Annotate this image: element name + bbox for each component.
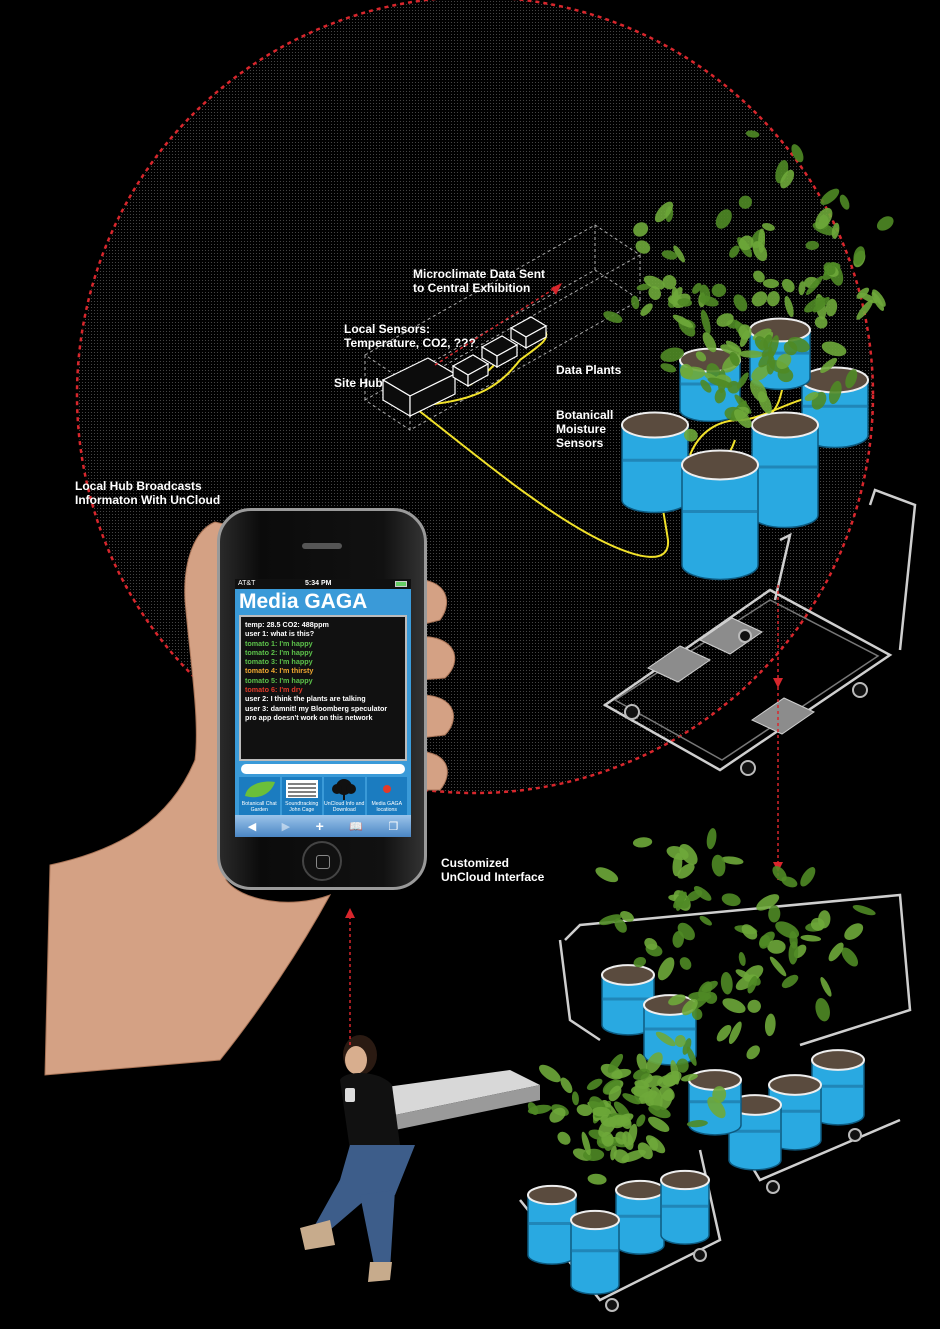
top-cart-wheels — [624, 629, 868, 776]
planter-pot — [768, 1074, 822, 1151]
tomato-plant — [720, 296, 858, 410]
smartphone: AT&T 5:34 PM Media GAGA temp: 28.5 CO2: … — [217, 508, 427, 890]
app-title: Media GAGA — [239, 590, 368, 613]
planter-pot — [728, 1094, 782, 1171]
label-local-sensors: Local Sensors: Temperature, CO2, ??? — [344, 322, 476, 350]
person-using-phone — [300, 1035, 415, 1282]
clock: 5:34 PM — [305, 580, 332, 587]
forward-arrow-icon[interactable]: ▶ — [281, 820, 291, 833]
chat-message: pro app doesn't work on this network — [245, 712, 373, 722]
planter-pot — [570, 1209, 620, 1295]
tomato-plant — [721, 866, 876, 1022]
top-plants — [603, 130, 894, 442]
chat-message: temp: 28.5 CO2: 488ppm — [245, 620, 329, 629]
chat-message: tomato 2: I'm happy — [245, 647, 313, 657]
planter-pot — [751, 411, 819, 529]
sensor-3 — [509, 316, 548, 350]
label-broadcast: Local Hub Broadcasts Informaton With UnC… — [75, 479, 221, 507]
tomato-plant — [660, 313, 794, 442]
sensor-1 — [451, 354, 490, 388]
location-dot-icon — [367, 778, 408, 800]
chat-message: user 1: what is this? — [245, 629, 315, 639]
planter-pot — [615, 1179, 665, 1255]
app-tile-label: UnCloud Info and Download — [324, 801, 365, 813]
chat-message: user 2: I think the plants are talking — [245, 694, 366, 704]
battery-icon — [395, 581, 407, 587]
label-data-plants: Data Plants — [556, 363, 622, 377]
planter-pot — [621, 411, 689, 514]
earpiece — [302, 543, 342, 549]
planter-pot — [660, 1169, 710, 1245]
bookmarks-icon[interactable]: 📖 — [349, 820, 363, 833]
site-hub — [381, 357, 457, 418]
tomato-plant — [595, 828, 758, 968]
phone-screen: AT&T 5:34 PM Media GAGA temp: 28.5 CO2: … — [235, 579, 411, 837]
tomato-plant — [608, 1034, 727, 1128]
pages-icon[interactable]: ❐ — [388, 820, 399, 833]
tomato-plant — [655, 931, 776, 1066]
planter-pot — [527, 1184, 577, 1265]
bottom-cart-wheels — [605, 1128, 862, 1312]
back-arrow-icon[interactable]: ◀ — [247, 820, 257, 833]
chat-message: tomato 5: I'm happy — [245, 675, 313, 685]
tomato-plant — [549, 1091, 670, 1185]
bottom-planter-pots — [527, 964, 865, 1295]
message-input[interactable] — [241, 764, 405, 774]
app-tile[interactable]: Soundtracking John Cage — [281, 777, 323, 819]
label-site-hub: Site Hub — [334, 376, 383, 390]
app-tile-label: Media GAGA locations — [371, 801, 403, 813]
label-moisture-sensors: Botanicall Moisture Sensors — [556, 408, 614, 450]
chat-message: tomato 1: I'm happy — [245, 638, 313, 648]
app-tile-label: Botanicall Chat Garden — [241, 801, 277, 813]
tree-icon — [324, 778, 365, 800]
tomato-plant — [752, 207, 894, 329]
chat-message: tomato 4: I'm thirsty — [245, 666, 314, 676]
chat-message: user 3: damnit! my Bloomberg speculator — [245, 703, 388, 713]
top-cart-slats — [646, 617, 816, 735]
add-icon[interactable]: + — [315, 818, 324, 834]
chat-message: tomato 6: I'm dry — [245, 685, 303, 695]
label-customized-interface: Customized UnCloud Interface — [441, 856, 545, 884]
staff-icon — [282, 778, 323, 800]
planter-pot — [681, 449, 759, 581]
chat-message: tomato 3: I'm happy — [245, 657, 313, 667]
app-tile[interactable]: Media GAGA locations — [366, 777, 408, 819]
app-tile[interactable]: Botanicall Chat Garden — [239, 777, 280, 819]
sensor-2 — [480, 335, 519, 369]
status-bar: AT&T 5:34 PM — [235, 579, 411, 589]
planter-pot — [811, 1049, 865, 1126]
carrier-label: AT&T — [238, 580, 256, 587]
label-microclimate: Microclimate Data Sent to Central Exhibi… — [413, 267, 546, 295]
app-tile[interactable]: UnCloud Info and Download — [324, 777, 365, 819]
app-tile-label: Soundtracking John Cage — [285, 801, 319, 813]
home-button[interactable] — [302, 841, 342, 881]
planter-pot — [601, 964, 655, 1036]
browser-toolbar: ◀ ▶ + 📖 ❐ — [235, 815, 411, 837]
app-tiles: Botanicall Chat Garden Soundtracking John… — [239, 777, 407, 819]
bottom-plants — [527, 828, 876, 1185]
leaf-icon — [239, 778, 280, 800]
